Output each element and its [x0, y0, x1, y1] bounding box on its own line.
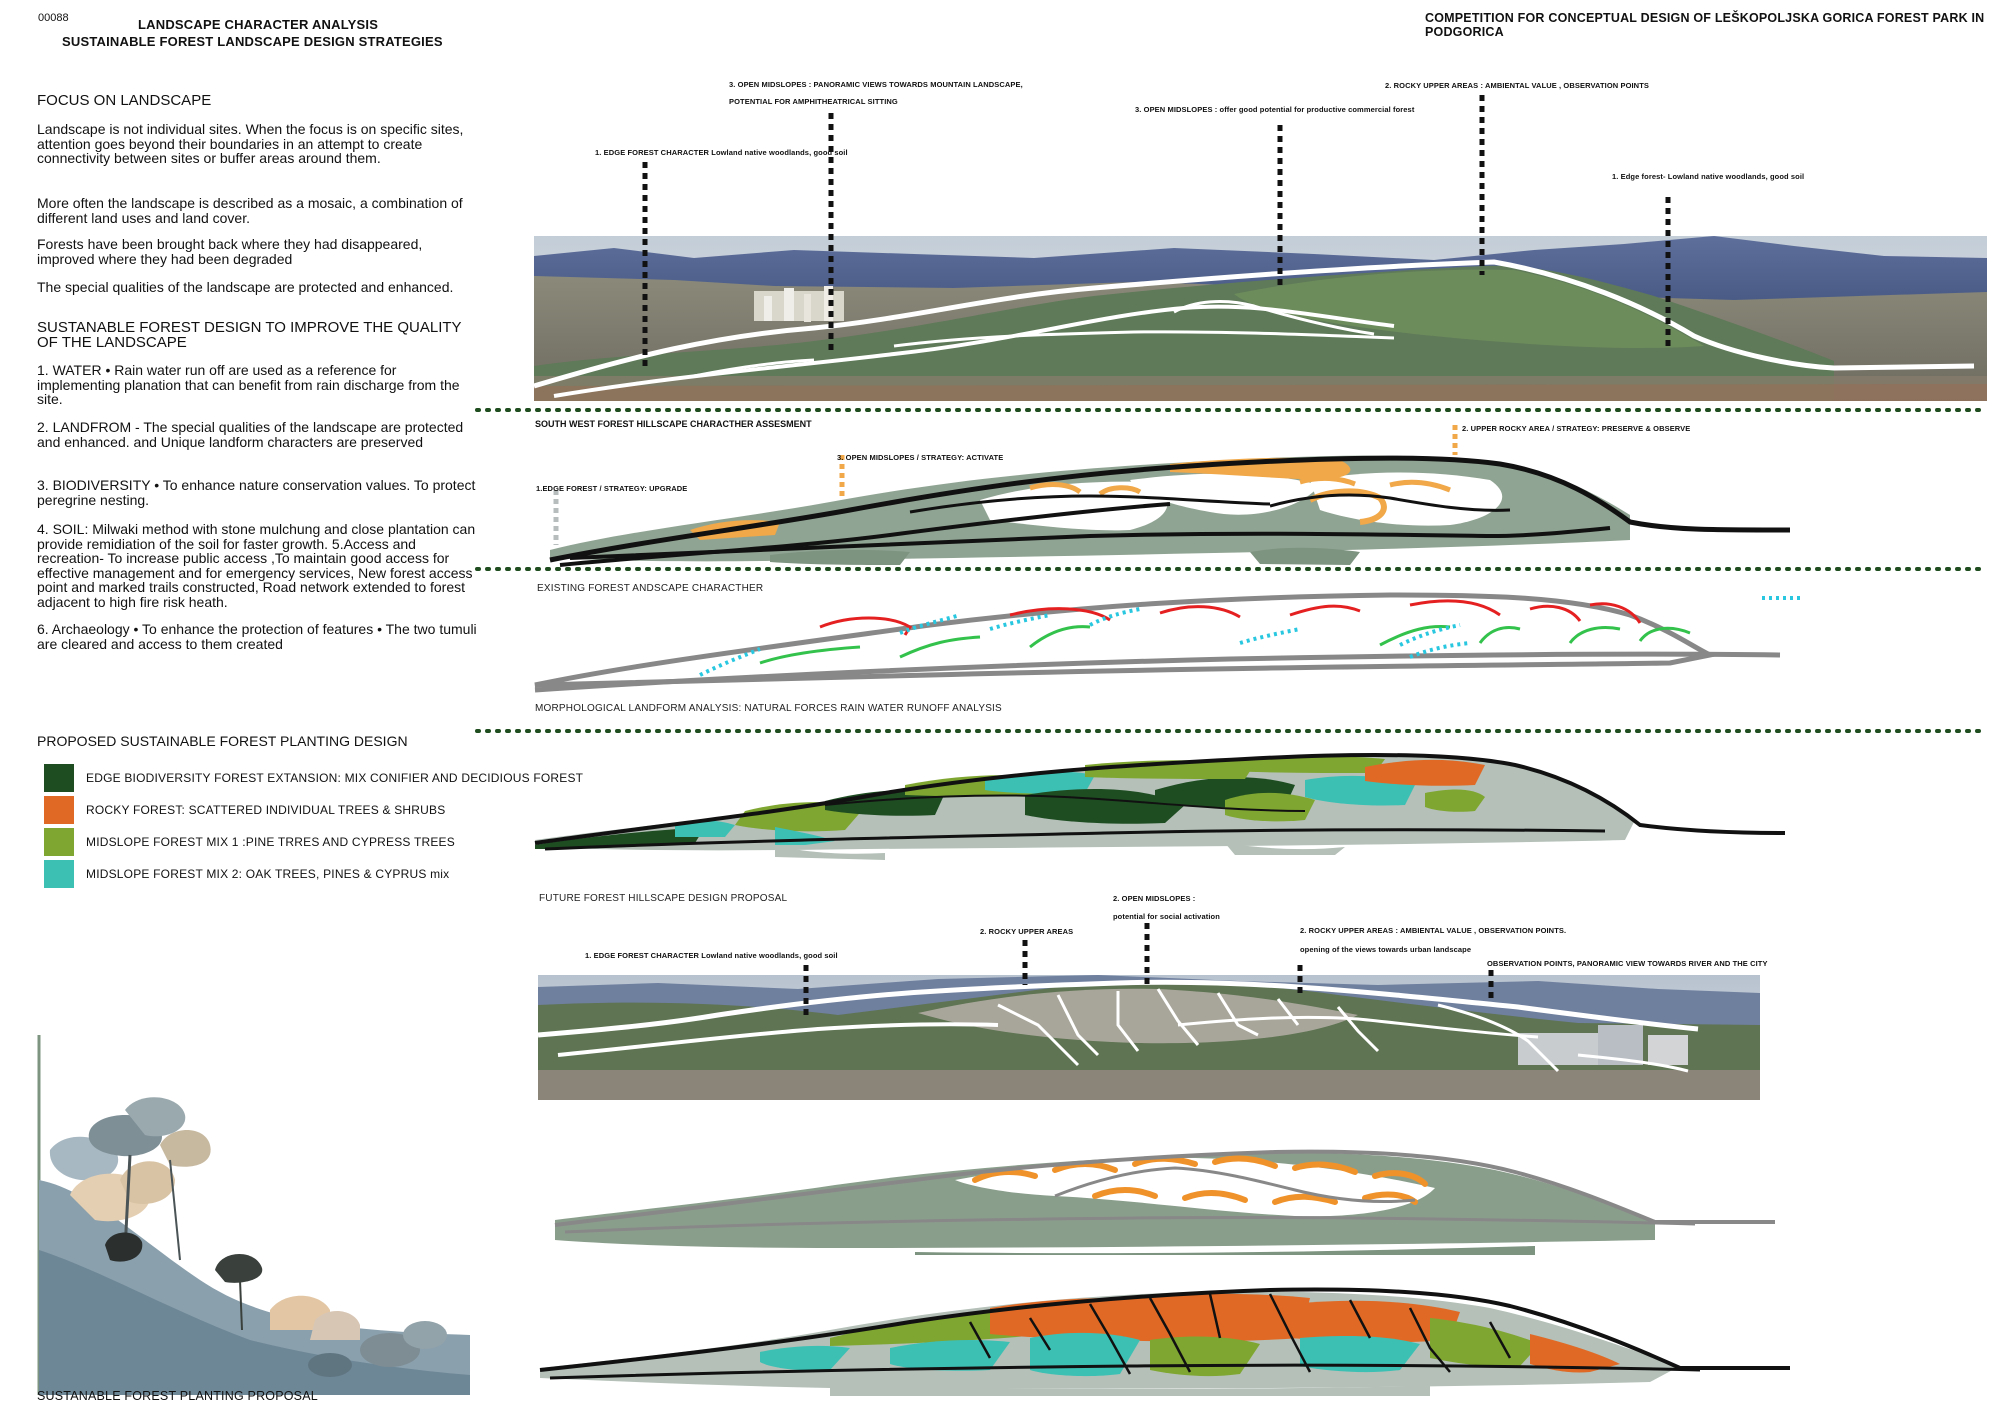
legend-swatch-edge-forest — [44, 764, 74, 792]
aerial-photo-pins — [642, 95, 1671, 370]
photo2-annotation-open-midslopes: 2. OPEN MIDSLOPES : — [1113, 894, 1196, 903]
photo1-caption: SOUTH WEST FOREST HILLSCAPE CHARACTHER A… — [535, 419, 812, 429]
sketch2-caption: MORPHOLOGICAL LANDFORM ANALYSIS: NATURAL… — [535, 703, 1002, 714]
sketch1-annotation-open-midslopes: 3. OPEN MIDSLOPES / STRATEGY: ACTIVATE — [837, 453, 1004, 462]
rocky-areas-sketch — [554, 1149, 1775, 1255]
photo2-annotation-rocky-upper: 2. ROCKY UPPER AREAS — [980, 927, 1074, 936]
sheet-number: 00088 — [38, 12, 69, 24]
focus-paragraph-2: More often the landscape is described as… — [37, 195, 463, 226]
legend-item-edge-forest: EDGE BIODIVERSITY FOREST EXTANSION: MIX … — [44, 763, 583, 793]
planting-heading: PROPOSED SUSTAINABLE FOREST PLANTING DES… — [37, 733, 408, 749]
sketch3-caption: FUTURE FOREST HILLSCAPE DESIGN PROPOSAL — [539, 893, 788, 904]
legend-item-midslope-1: MIDSLOPE FOREST MIX 1 :PINE TRRES AND CY… — [44, 827, 455, 857]
future-design-sketch — [534, 753, 1786, 860]
legend-label: MIDSLOPE FOREST MIX 2: OAK TREES, PINES … — [86, 867, 450, 881]
legend-item-rocky-forest: ROCKY FOREST: SCATTERED INDIVIDUAL TREES… — [44, 795, 445, 825]
planting-proposal-sketch — [539, 1287, 1790, 1396]
competition-title: COMPETITION FOR CONCEPTUAL DESIGN OF LEŠ… — [1425, 11, 1985, 39]
focus-paragraph-3: Forests have been brought back where the… — [37, 236, 423, 267]
focus-heading: FOCUS ON LANDSCAPE — [37, 92, 212, 109]
sketch1-annotation-upper-rocky: 2. UPPER ROCKY AREA / STRATEGY: PRESERVE… — [1462, 424, 1691, 433]
sheet-title: LANDSCAPE CHARACTER ANALYSIS — [138, 17, 379, 32]
strategy-archaeology: 6. Archaeology • To enhance the protecti… — [37, 621, 477, 652]
photo2-annotation-opening-views: opening of the views towards urban lands… — [1300, 945, 1472, 954]
legend-item-midslope-2: MIDSLOPE FOREST MIX 2: OAK TREES, PINES … — [44, 859, 449, 889]
legend-label: EDGE BIODIVERSITY FOREST EXTANSION: MIX … — [86, 771, 584, 785]
legend-label: MIDSLOPE FOREST MIX 1 :PINE TRRES AND CY… — [86, 835, 455, 849]
photo1-annotation-amphitheatrical: POTENTIAL FOR AMPHITHEATRICAL SITTING — [729, 97, 898, 106]
legend-swatch-midslope-2 — [44, 860, 74, 888]
existing-sketch-pins — [553, 425, 1458, 545]
aerial-photo-southwest — [533, 236, 1987, 401]
photo1-annotation-edge-forest: 1. EDGE FOREST CHARACTER Lowland native … — [595, 148, 848, 157]
photo2-annotation-rocky-upper-observation: 2. ROCKY UPPER AREAS : AMBIENTAL VALUE ,… — [1300, 926, 1567, 935]
focus-paragraph-1: Landscape is not individual sites. When … — [37, 121, 464, 166]
sketch1-caption: EXISTING FOREST ANDSCAPE CHARACTHER — [537, 583, 764, 594]
forest-section-illustration — [37, 1035, 470, 1395]
legend-label: ROCKY FOREST: SCATTERED INDIVIDUAL TREES… — [86, 803, 446, 817]
photo1-annotation-rocky-upper: 2. ROCKY UPPER AREAS : AMBIENTAL VALUE ,… — [1385, 81, 1649, 90]
sheet-subtitle: SUSTAINABLE FOREST LANDSCAPE DESIGN STRA… — [62, 34, 443, 49]
section-divider — [475, 408, 1985, 412]
section-divider — [475, 567, 1985, 571]
strategy-soil-access: 4. SOIL: Milwaki method with stone mulch… — [37, 521, 476, 610]
planting-proposal-caption: SUSTANABLE FOREST PLANTING PROPOSAL — [37, 1389, 318, 1403]
strategy-landform: 2. LANDFROM - The special qualities of t… — [37, 419, 464, 450]
strategy-biodiversity: 3. BIODIVERSITY • To enhance nature cons… — [37, 477, 476, 508]
aerial-photo-2-pin-right — [1488, 970, 1494, 1000]
strategy-heading: SUSTANABLE FOREST DESIGN TO IMPROVE THE … — [37, 319, 462, 351]
existing-character-sketch — [549, 455, 1791, 567]
photo1-annotation-edge-forest-right: 1. Edge forest- Lowland native woodlands… — [1612, 172, 1805, 181]
photo2-annotation-edge-forest: 1. EDGE FOREST CHARACTER Lowland native … — [585, 951, 838, 960]
focus-paragraph-4: The special qualities of the landscape a… — [37, 279, 454, 295]
photo1-annotation-commercial-forest: 3. OPEN MIDSLOPES : offer good potential… — [1135, 105, 1415, 114]
photo2-annotation-observation-points: OBSERVATION POINTS, PANORAMIC VIEW TOWAR… — [1487, 959, 1768, 968]
sketch1-annotation-edge-forest: 1.EDGE FOREST / STRATEGY: UPGRADE — [536, 484, 688, 493]
photo1-annotation-open-midslopes: 3. OPEN MIDSLOPES : PANORAMIC VIEWS TOWA… — [729, 80, 1023, 89]
aerial-photo-rocky-hill — [537, 975, 1760, 1100]
aerial-photo-2-pins — [803, 923, 1303, 1015]
legend-swatch-rocky-forest — [44, 796, 74, 824]
legend-swatch-midslope-1 — [44, 828, 74, 856]
runoff-analysis-sketch — [534, 592, 1802, 693]
strategy-water: 1. WATER • Rain water run off are used a… — [37, 362, 460, 407]
photo2-annotation-social-activation: potential for social activation — [1113, 912, 1220, 921]
section-divider — [475, 729, 1985, 733]
